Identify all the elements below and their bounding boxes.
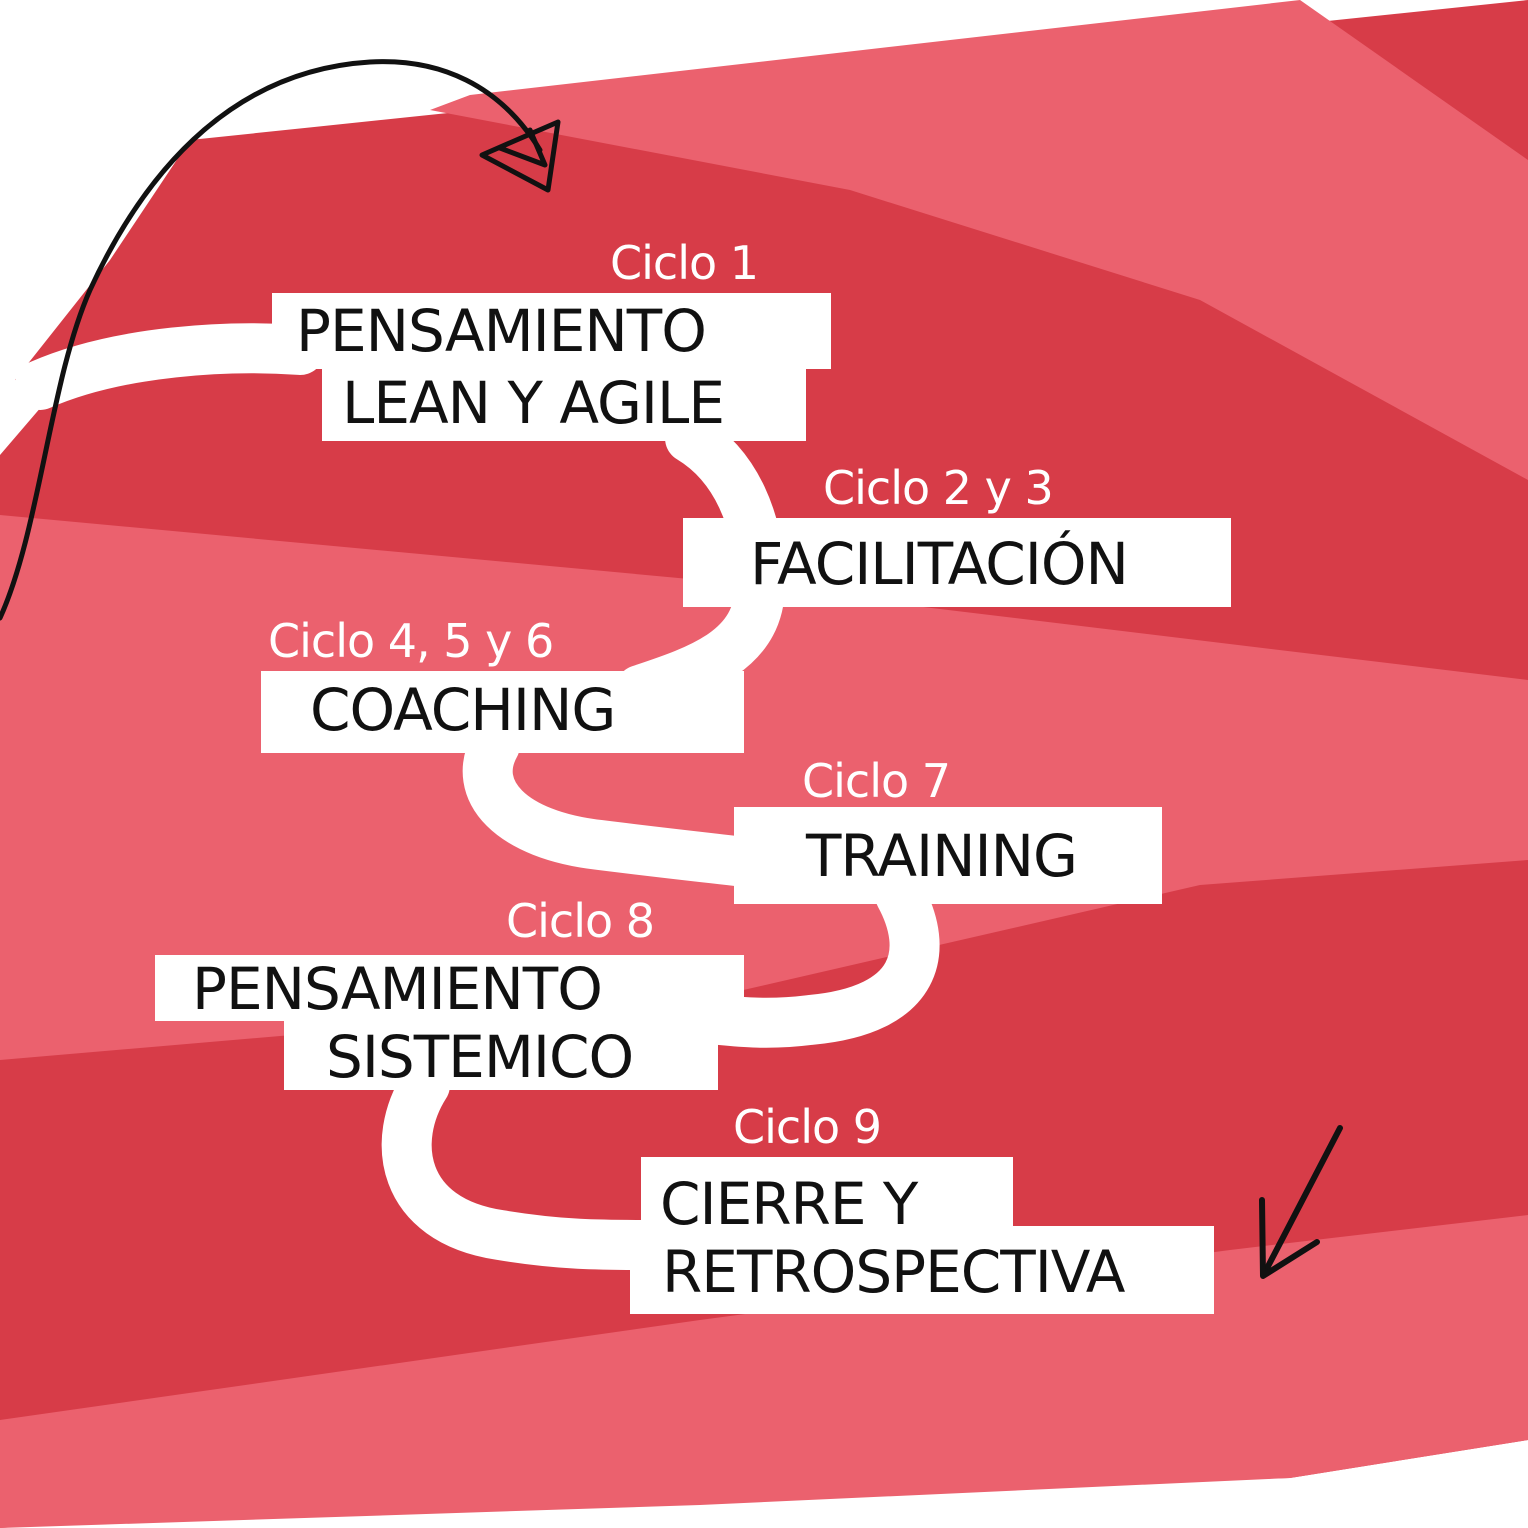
label-box-3 xyxy=(261,671,744,753)
cycle-label-2: Ciclo 2 y 3 xyxy=(823,461,1054,515)
label-box-6b xyxy=(630,1226,1214,1314)
cycle-label-1: Ciclo 1 xyxy=(610,236,759,290)
band-middle-light xyxy=(0,515,1528,1060)
stage-title-6-line-2: RETROSPECTIVA xyxy=(662,1238,1125,1306)
stage-title-1-line-1: PENSAMIENTO xyxy=(296,297,707,365)
stage-title-5-line-2: SISTEMICO xyxy=(326,1023,634,1091)
cycle-label-6: Ciclo 9 xyxy=(733,1100,882,1154)
stage-title-2: FACILITACIÓN xyxy=(750,530,1129,598)
stage-title-1-line-2: LEAN Y AGILE xyxy=(342,369,725,437)
curved-arrow-icon xyxy=(0,59,561,621)
band-top-light xyxy=(430,0,1528,480)
label-box-6a xyxy=(641,1157,1013,1229)
label-box-5b xyxy=(284,1016,718,1090)
cycle-label-4: Ciclo 7 xyxy=(802,754,951,808)
label-box-2 xyxy=(683,518,1231,607)
down-left-arrow-icon xyxy=(1259,1125,1343,1279)
label-box-1b xyxy=(322,366,806,441)
cycle-label-3: Ciclo 4, 5 y 6 xyxy=(268,614,554,668)
stage-title-3: COACHING xyxy=(310,676,616,744)
stage-title-4: TRAINING xyxy=(806,822,1078,890)
label-box-4 xyxy=(734,807,1162,904)
label-box-1a xyxy=(272,293,831,369)
cycle-label-5: Ciclo 8 xyxy=(506,894,655,948)
stage-title-5-line-1: PENSAMIENTO xyxy=(192,955,603,1023)
stage-title-6-line-1: CIERRE Y xyxy=(660,1170,918,1238)
label-box-5a xyxy=(155,955,744,1021)
